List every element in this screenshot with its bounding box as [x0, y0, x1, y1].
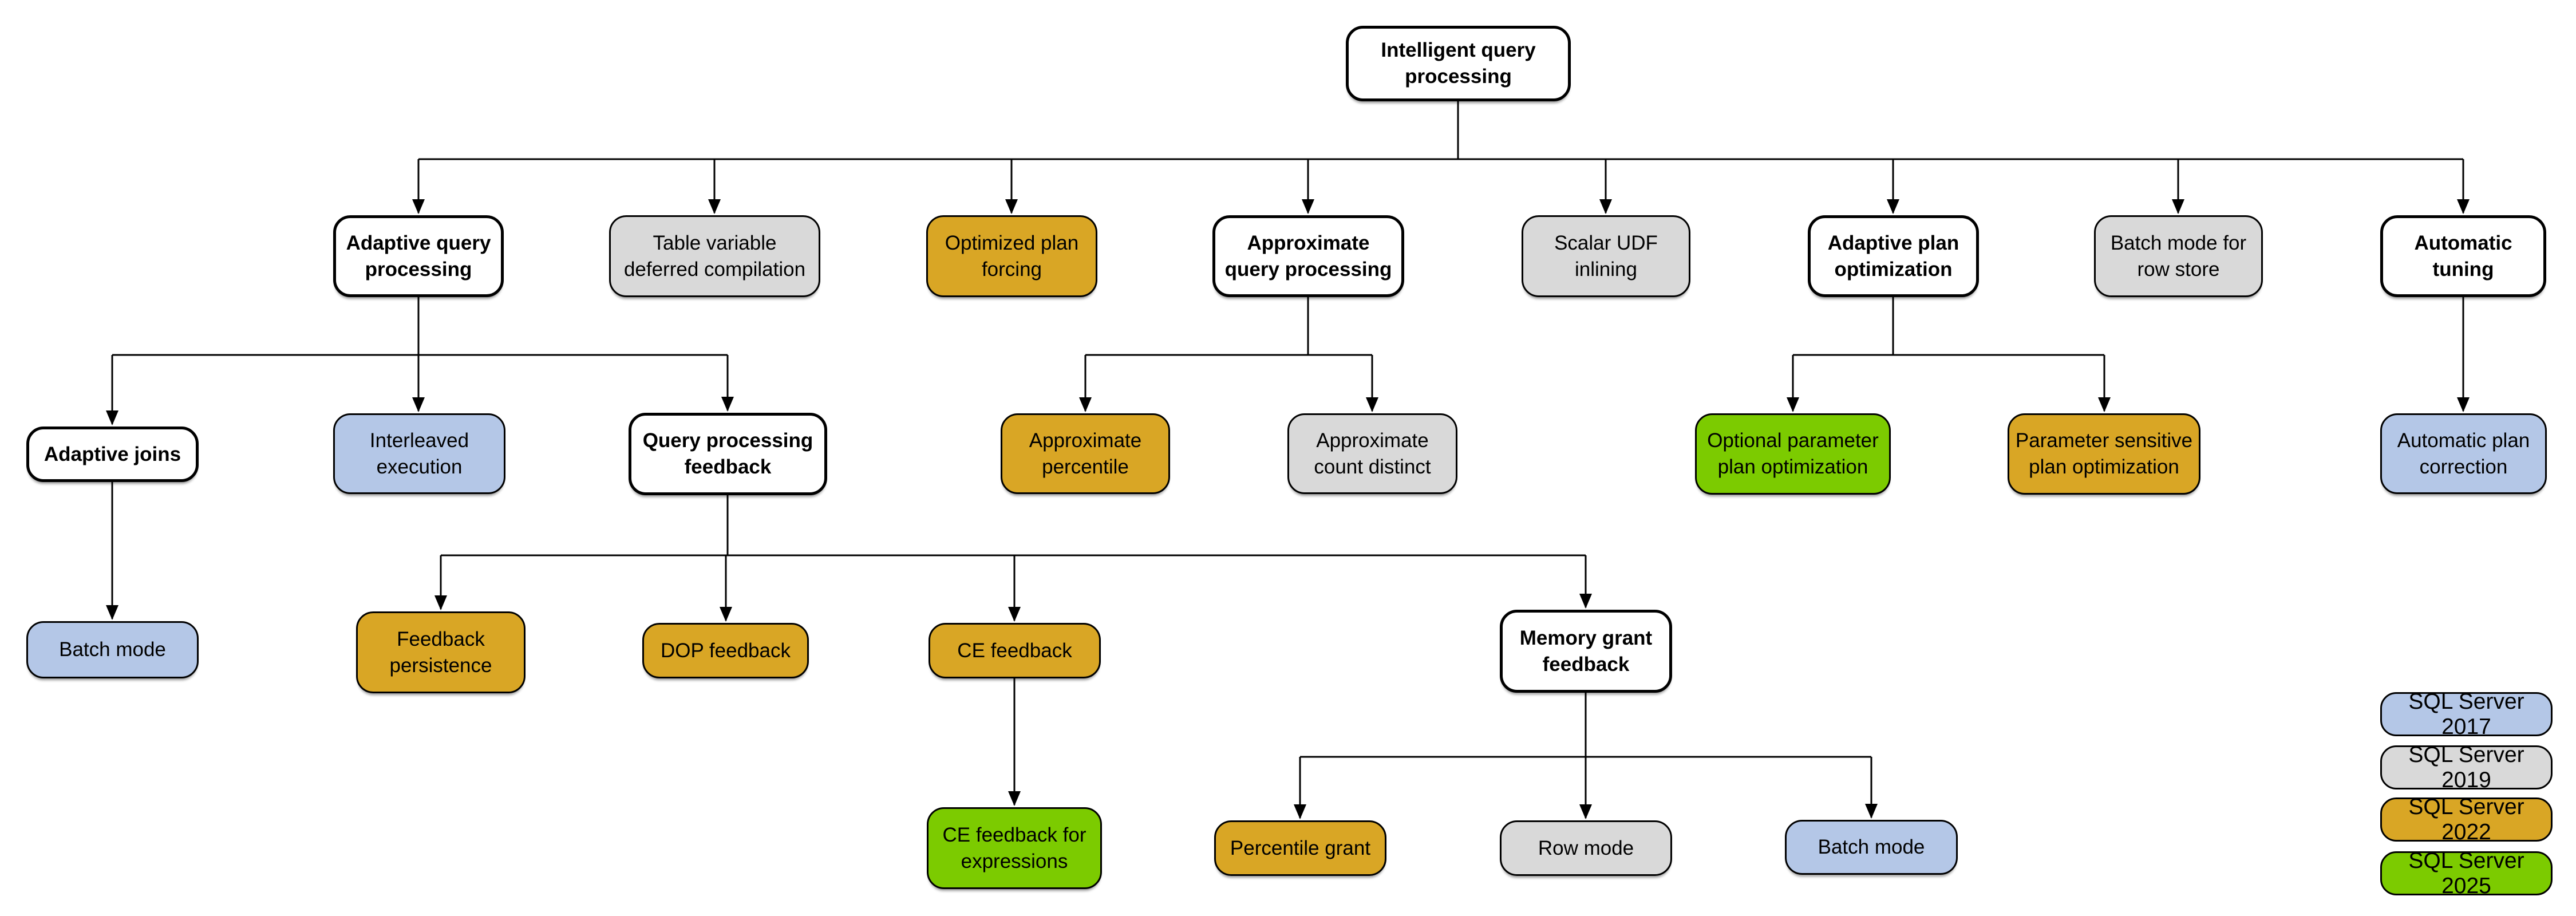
node-automatic-tuning: Automatic tuning: [2380, 215, 2546, 297]
node-label: Optional parameter plan optimization: [1707, 429, 1879, 478]
node-label: Row mode: [1538, 836, 1634, 859]
node-interleaved-execution: Interleaved execution: [333, 413, 505, 494]
node-label: Intelligent query processing: [1381, 39, 1536, 88]
legend-item-sql-server-2022: SQL Server 2022: [2380, 794, 2553, 844]
node-label: Feedback persistence: [389, 627, 492, 677]
legend-item-sql-server-2019: SQL Server 2019: [2380, 743, 2553, 792]
node-label: Automatic plan correction: [2397, 429, 2530, 478]
legend-label: SQL Server 2017: [2408, 689, 2524, 739]
node-label: Interleaved execution: [369, 429, 469, 478]
node-table-variable-deferred-compilation: Table variable deferred compilation: [609, 215, 820, 297]
node-dop-feedback: DOP feedback: [642, 623, 809, 678]
node-query-processing-feedback: Query processing feedback: [629, 413, 827, 495]
node-label: Adaptive query processing: [346, 231, 491, 281]
node-optional-parameter-plan-optimization: Optional parameter plan optimization: [1695, 413, 1891, 495]
node-label: DOP feedback: [661, 639, 791, 662]
node-adaptive-plan-optimization: Adaptive plan optimization: [1808, 215, 1979, 297]
node-label: Query processing feedback: [642, 429, 813, 478]
node-label: Batch mode for row store: [2110, 231, 2247, 281]
node-label: Memory grant feedback: [1519, 626, 1653, 676]
node-feedback-persistence: Feedback persistence: [356, 611, 526, 693]
node-label: Adaptive plan optimization: [1827, 231, 1959, 281]
node-adaptive-joins: Adaptive joins: [26, 427, 199, 482]
node-label: Approximate query processing: [1224, 231, 1392, 281]
node-ce-feedback-for-expressions: CE feedback for expressions: [927, 807, 1102, 889]
node-label: Automatic tuning: [2414, 231, 2512, 281]
node-percentile-grant: Percentile grant: [1214, 820, 1386, 876]
node-approximate-count-distinct: Approximate count distinct: [1287, 413, 1457, 494]
node-optimized-plan-forcing: Optimized plan forcing: [926, 215, 1097, 297]
node-parameter-sensitive-plan-optimization: Parameter sensitive plan optimization: [2008, 413, 2200, 495]
node-intelligent-query-processing: Intelligent query processing: [1346, 26, 1571, 101]
node-label: CE feedback for expressions: [942, 823, 1086, 872]
node-label: Percentile grant: [1230, 836, 1371, 859]
node-label: Approximate count distinct: [1314, 429, 1431, 478]
node-batch-mode-adaptive-joins: Batch mode: [26, 621, 199, 678]
legend-item-sql-server-2017: SQL Server 2017: [2380, 689, 2553, 739]
node-label: Adaptive joins: [44, 443, 181, 465]
node-automatic-plan-correction: Automatic plan correction: [2380, 413, 2547, 494]
node-label: Optimized plan forcing: [945, 231, 1079, 281]
node-label: Approximate percentile: [1029, 429, 1142, 478]
node-batch-mode-for-row-store: Batch mode for row store: [2094, 215, 2263, 297]
node-ce-feedback: CE feedback: [929, 623, 1101, 678]
node-row-mode: Row mode: [1500, 820, 1672, 876]
node-label: Table variable deferred compilation: [623, 231, 806, 281]
node-label: Batch mode: [1818, 836, 1925, 858]
node-memory-grant-feedback: Memory grant feedback: [1500, 610, 1672, 693]
node-label: Scalar UDF inlining: [1554, 231, 1658, 281]
node-scalar-udf-inlining: Scalar UDF inlining: [1522, 215, 1690, 297]
legend-item-sql-server-2025: SQL Server 2025: [2380, 848, 2553, 898]
node-approximate-query-processing: Approximate query processing: [1212, 215, 1404, 297]
node-label: Parameter sensitive plan optimization: [2015, 429, 2193, 478]
node-label: CE feedback: [957, 639, 1072, 662]
legend-label: SQL Server 2022: [2408, 794, 2524, 844]
node-adaptive-query-processing: Adaptive query processing: [333, 215, 504, 297]
node-label: Batch mode: [59, 638, 166, 661]
node-batch-mode-memory-grant: Batch mode: [1785, 820, 1958, 875]
legend-label: SQL Server 2025: [2408, 848, 2524, 898]
node-approximate-percentile: Approximate percentile: [1001, 413, 1170, 494]
legend-label: SQL Server 2019: [2408, 742, 2524, 792]
